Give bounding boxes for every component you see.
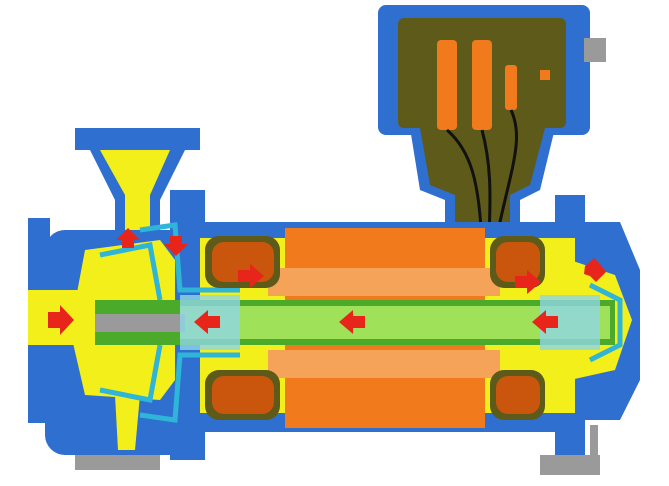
arrow-right-icon	[238, 264, 264, 288]
base-foot	[75, 455, 160, 470]
arrow-down-icon	[164, 236, 188, 256]
discharge-nozzle	[75, 128, 200, 240]
terminal-knob	[584, 38, 606, 62]
arrow-left-icon	[339, 310, 365, 334]
arrow-up-icon	[116, 228, 140, 248]
arrow-left-icon	[194, 310, 220, 334]
arrow-left-icon	[532, 310, 558, 334]
impeller	[99, 222, 623, 423]
arrow-right-icon	[515, 270, 541, 294]
arrow-right-icon	[48, 305, 74, 335]
terminals	[437, 40, 550, 130]
flow-arrows	[48, 228, 606, 335]
arrow-down-right-icon	[584, 258, 606, 282]
